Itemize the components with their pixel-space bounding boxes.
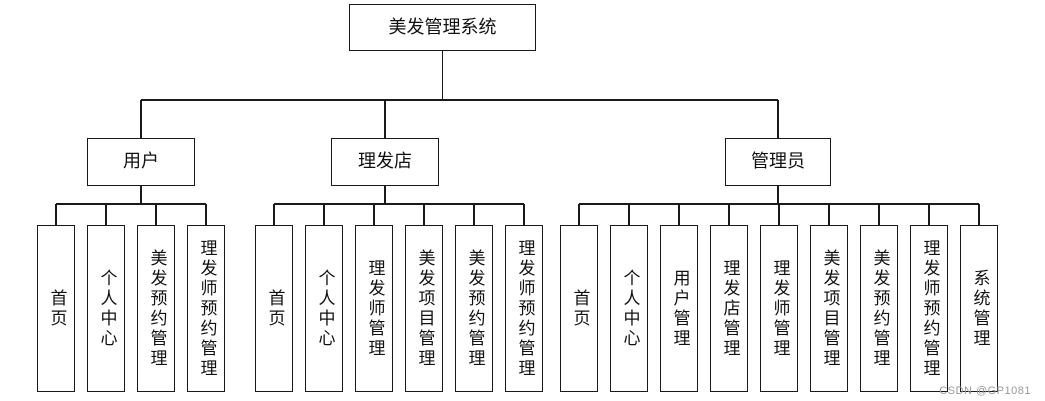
leaf-connector-0-0 xyxy=(55,204,57,225)
leaf-node-2-0-label: 首页 xyxy=(569,288,590,329)
branch-node-1: 理发店 xyxy=(331,138,439,186)
leaf-connector-1-2 xyxy=(373,204,375,225)
leaf-node-2-8-label: 系统管理 xyxy=(969,268,990,349)
branch-down-connector-2 xyxy=(777,186,779,204)
leaf-connector-1-3 xyxy=(423,204,425,225)
leaf-bus-1 xyxy=(274,203,524,205)
leaf-node-2-4-label: 理发师管理 xyxy=(769,258,790,359)
branch-down-connector-1 xyxy=(384,186,386,204)
leaf-node-1-2-label: 理发师管理 xyxy=(364,258,385,359)
branch-node-0: 用户 xyxy=(87,138,195,186)
leaf-node-0-2-label: 美发预约管理 xyxy=(146,248,167,369)
leaf-node-1-1-label: 个人中心 xyxy=(314,268,335,349)
leaf-node-1-3: 美发项目管理 xyxy=(405,225,443,392)
leaf-node-1-3-label: 美发项目管理 xyxy=(414,248,435,369)
leaf-connector-2-8 xyxy=(978,204,980,225)
leaf-node-0-0: 首页 xyxy=(37,225,75,392)
leaf-connector-2-5 xyxy=(828,204,830,225)
leaf-connector-1-5 xyxy=(523,204,525,225)
leaf-node-2-1: 个人中心 xyxy=(610,225,648,392)
leaf-node-1-4-label: 美发预约管理 xyxy=(464,248,485,369)
branch-node-0-label: 用户 xyxy=(123,151,159,172)
leaf-node-2-6: 美发预约管理 xyxy=(860,225,898,392)
watermark: CSDN @GP1081 xyxy=(939,385,1031,397)
leaf-node-1-2: 理发师管理 xyxy=(355,225,393,392)
leaf-node-1-5-label: 理发师预约管理 xyxy=(514,238,535,379)
branch-down-connector-0 xyxy=(140,186,142,204)
leaf-node-2-8: 系统管理 xyxy=(960,225,998,392)
leaf-node-1-5: 理发师预约管理 xyxy=(505,225,543,392)
leaf-node-2-7-label: 理发师预约管理 xyxy=(919,238,940,379)
leaf-connector-1-1 xyxy=(323,204,325,225)
leaf-connector-2-7 xyxy=(928,204,930,225)
root-node-label: 美发管理系统 xyxy=(388,16,497,38)
branch-node-1-label: 理发店 xyxy=(358,151,412,172)
leaf-node-2-1-label: 个人中心 xyxy=(619,268,640,349)
leaf-connector-2-0 xyxy=(578,204,580,225)
leaf-node-2-3: 理发店管理 xyxy=(710,225,748,392)
leaf-node-2-5: 美发项目管理 xyxy=(810,225,848,392)
leaf-node-2-6-label: 美发预约管理 xyxy=(869,248,890,369)
branch-connector-1 xyxy=(384,100,386,138)
leaf-bus-0 xyxy=(56,203,206,205)
leaf-connector-0-3 xyxy=(205,204,207,225)
leaf-connector-0-2 xyxy=(155,204,157,225)
branch-connector-2 xyxy=(777,100,779,138)
leaf-node-2-7: 理发师预约管理 xyxy=(910,225,948,392)
leaf-node-0-1-label: 个人中心 xyxy=(96,268,117,349)
leaf-node-2-3-label: 理发店管理 xyxy=(719,258,740,359)
leaf-node-0-3-label: 理发师预约管理 xyxy=(196,238,217,379)
leaf-node-0-0-label: 首页 xyxy=(46,288,67,329)
leaf-node-2-0: 首页 xyxy=(560,225,598,392)
leaf-connector-2-3 xyxy=(728,204,730,225)
root-connector xyxy=(441,51,444,100)
leaf-node-1-0-label: 首页 xyxy=(264,288,285,329)
leaf-node-2-4: 理发师管理 xyxy=(760,225,798,392)
leaf-node-0-3: 理发师预约管理 xyxy=(187,225,225,392)
leaf-node-0-2: 美发预约管理 xyxy=(137,225,175,392)
leaf-connector-2-1 xyxy=(628,204,630,225)
leaf-connector-1-0 xyxy=(273,204,275,225)
leaf-connector-2-4 xyxy=(778,204,780,225)
branch-node-2-label: 管理员 xyxy=(751,151,805,172)
leaf-node-1-0: 首页 xyxy=(255,225,293,392)
leaf-node-0-1: 个人中心 xyxy=(87,225,125,392)
root-node: 美发管理系统 xyxy=(349,4,536,51)
leaf-bus-2 xyxy=(579,203,979,205)
leaf-node-2-2-label: 用户管理 xyxy=(669,268,690,349)
leaf-node-2-2: 用户管理 xyxy=(660,225,698,392)
trunk-line xyxy=(141,99,778,101)
branch-connector-0 xyxy=(140,100,142,138)
leaf-connector-2-2 xyxy=(678,204,680,225)
leaf-node-1-4: 美发预约管理 xyxy=(455,225,493,392)
branch-node-2: 管理员 xyxy=(725,138,831,186)
leaf-connector-0-1 xyxy=(105,204,107,225)
leaf-node-2-5-label: 美发项目管理 xyxy=(819,248,840,369)
leaf-node-1-1: 个人中心 xyxy=(305,225,343,392)
leaf-connector-2-6 xyxy=(878,204,880,225)
leaf-connector-1-4 xyxy=(473,204,475,225)
